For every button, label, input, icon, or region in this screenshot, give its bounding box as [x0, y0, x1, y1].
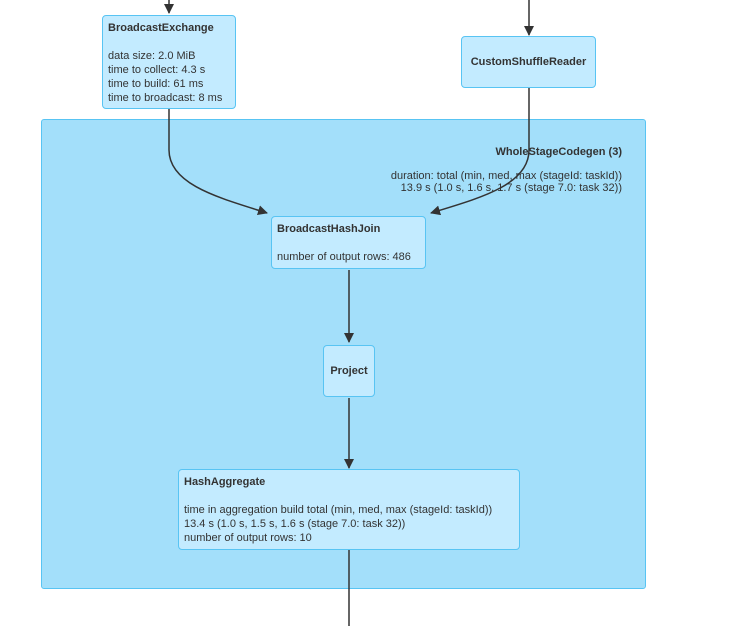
cluster-title: WholeStageCodegen (3) [495, 146, 622, 158]
cluster-metric-line: duration: total (min, med, max (stageId:… [390, 170, 622, 182]
node-title: BroadcastExchange [108, 22, 214, 34]
cluster-metrics: duration: total (min, med, max (stageId:… [391, 170, 622, 194]
node-title: HashAggregate [184, 476, 266, 488]
node-metric: time in aggregation build total (min, me… [184, 504, 493, 516]
broadcast-hash-join-node[interactable]: BroadcastHashJoin number of output rows:… [271, 216, 426, 269]
cluster-metric-line: 13.9 s (1.0 s, 1.6 s, 1.7 s (stage 7.0: … [400, 182, 622, 194]
broadcast-exchange-node[interactable]: BroadcastExchange data size: 2.0 MiB tim… [102, 15, 236, 109]
node-metric: number of output rows: 486 [277, 251, 411, 263]
project-node[interactable]: Project [323, 345, 375, 397]
node-metric: time to collect: 4.3 s [108, 64, 206, 76]
node-title: CustomShuffleReader [470, 56, 587, 68]
node-title: BroadcastHashJoin [277, 223, 381, 235]
node-metric: time to broadcast: 8 ms [108, 92, 223, 104]
node-metric: 13.4 s (1.0 s, 1.5 s, 1.6 s (stage 7.0: … [184, 518, 406, 530]
custom-shuffle-reader-node[interactable]: CustomShuffleReader [461, 36, 596, 88]
node-metric: time to build: 61 ms [108, 78, 204, 90]
node-title: Project [330, 365, 368, 377]
node-metric: number of output rows: 10 [184, 532, 312, 544]
hash-aggregate-node[interactable]: HashAggregate time in aggregation build … [178, 469, 520, 550]
node-metric: data size: 2.0 MiB [108, 50, 196, 62]
